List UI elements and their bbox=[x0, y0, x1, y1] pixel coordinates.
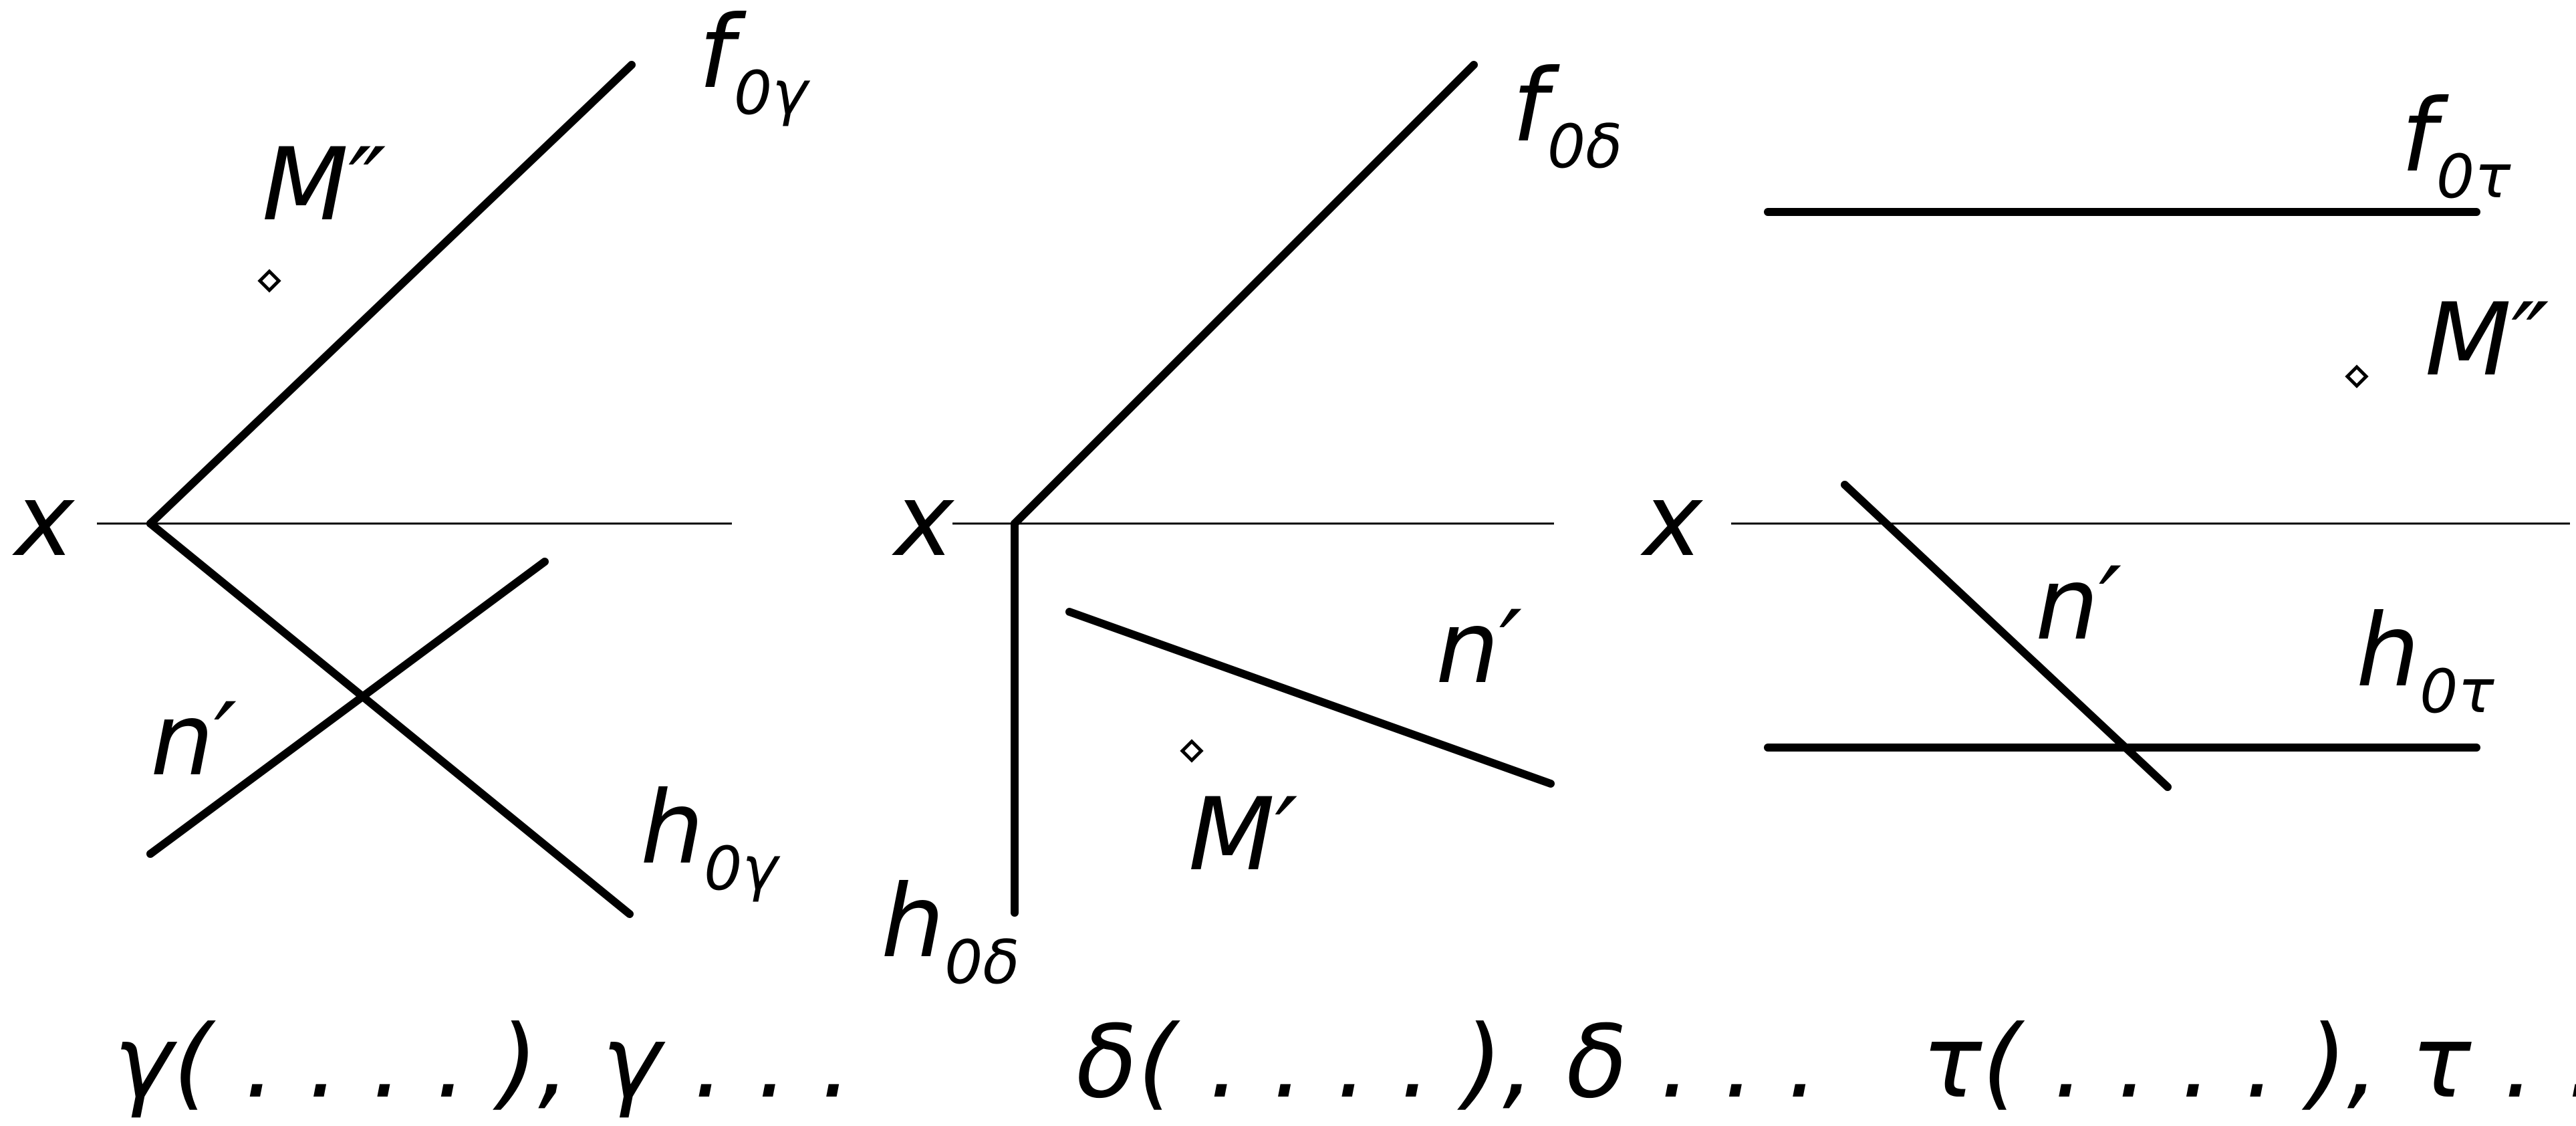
horizontal-trace-gamma bbox=[146, 520, 634, 918]
h-trace-label-delta: h0δ bbox=[881, 864, 1019, 998]
line-label-delta: n′ bbox=[1436, 590, 1522, 706]
panel-delta: x f0δ h0δ M′ n′ δ( . . . . ), δ . . . bbox=[881, 48, 1819, 1121]
h-trace-label-tau: h0τ bbox=[2356, 593, 2494, 727]
f-trace-label-tau: f0τ bbox=[2401, 78, 2511, 212]
line-n-projection-delta bbox=[1065, 608, 1555, 788]
line-n-projection-gamma bbox=[146, 558, 549, 858]
panel-tau: x f0τ h0τ M″ n′ τ( . . . . ), τ . . . bbox=[1640, 78, 2576, 1121]
line-n-projection-tau bbox=[1841, 481, 2172, 791]
line-label-gamma: n′ bbox=[150, 682, 237, 798]
point-m-delta bbox=[1180, 739, 1204, 763]
frontal-trace-delta bbox=[1011, 61, 1478, 528]
point-label-gamma: M″ bbox=[262, 127, 386, 243]
f-trace-label-gamma: f0γ bbox=[698, 0, 811, 128]
caption-delta: δ( . . . . ), δ . . . bbox=[1076, 1004, 1819, 1121]
axis-label-delta: x bbox=[892, 463, 955, 579]
h-trace-label-gamma: h0γ bbox=[640, 770, 781, 904]
axis-label-gamma: x bbox=[12, 463, 76, 579]
point-m-gamma bbox=[257, 269, 281, 293]
point-label-tau: M″ bbox=[2425, 282, 2549, 399]
caption-gamma: γ( . . . . ), γ . . . bbox=[114, 1004, 852, 1121]
frontal-trace-gamma bbox=[146, 61, 636, 528]
axis-label-tau: x bbox=[1640, 463, 1704, 579]
caption-tau: τ( . . . . ), τ . . . bbox=[1922, 1004, 2576, 1121]
panel-gamma: x f0γ h0γ M″ n′ γ( . . . . ), γ . . . bbox=[12, 0, 852, 1121]
line-label-tau: n′ bbox=[2035, 546, 2121, 663]
point-m-tau bbox=[2345, 364, 2369, 388]
f-trace-label-delta: f0δ bbox=[1512, 48, 1622, 182]
point-label-delta: M′ bbox=[1188, 777, 1297, 893]
